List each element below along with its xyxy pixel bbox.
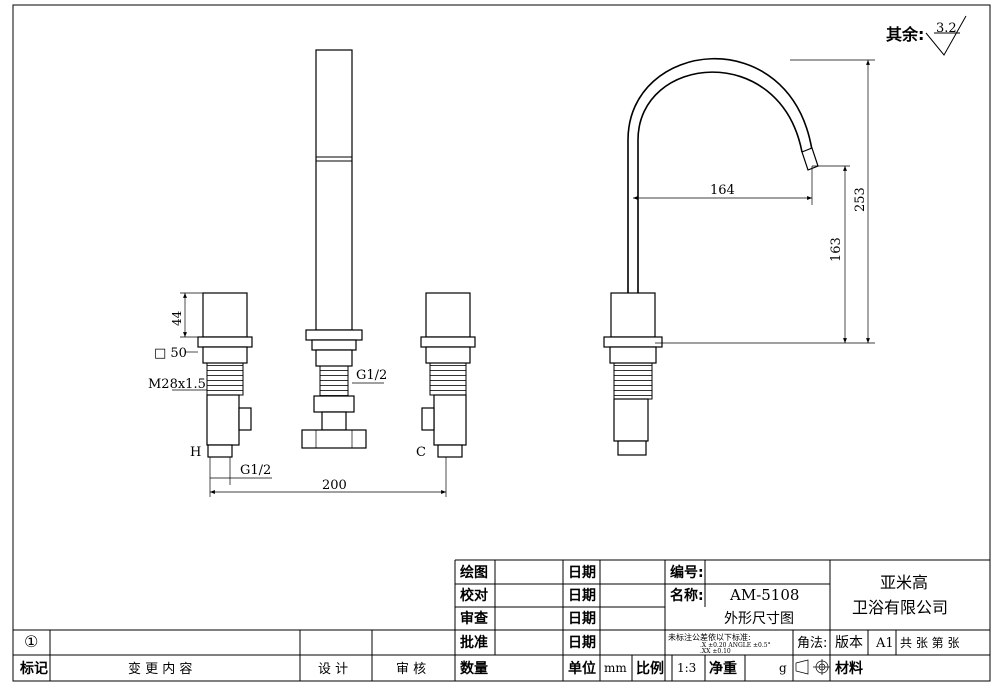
sheet-count: 共 张 第 张 xyxy=(900,636,959,650)
label-draw: 绘图 xyxy=(460,564,488,581)
scale-value: 1:3 xyxy=(677,661,696,675)
dim-200-label: 200 xyxy=(322,478,347,493)
label-audit: 审 核 xyxy=(396,662,426,677)
projection-symbol xyxy=(795,659,830,675)
version-value: A1 xyxy=(875,636,894,651)
label-h: H xyxy=(190,445,201,460)
dimension-m28: M28x1.5 xyxy=(148,377,207,392)
label-mark: 标记 xyxy=(19,660,48,677)
dimension-164: 164 xyxy=(633,166,813,205)
label-date-3: 日期 xyxy=(568,611,596,627)
label-c: C xyxy=(416,445,426,460)
label-review: 审查 xyxy=(460,610,489,627)
spout xyxy=(603,57,819,456)
weight-unit: g xyxy=(779,661,787,675)
dimension-50: □ 50 xyxy=(154,346,198,361)
dimension-g12-bottom: G1/2 xyxy=(209,457,272,497)
dim-44-label: 44 xyxy=(170,310,184,326)
drawing-frame xyxy=(12,4,991,682)
company-line-1: 亚米高 xyxy=(880,573,928,592)
label-approve: 批准 xyxy=(460,634,488,651)
label-design: 设 计 xyxy=(318,662,348,677)
dim-253-label: 253 xyxy=(853,187,868,212)
thread-m28-label: M28x1.5 xyxy=(148,377,206,392)
roughness-symbol: 其余: 3.2 xyxy=(886,15,967,56)
label-change-content: 变 更 内 容 xyxy=(128,661,192,677)
model-number: AM-5108 xyxy=(729,586,799,604)
roughness-value: 3.2 xyxy=(936,21,957,36)
title-block: 绘图 校对 审查 批准 日期 日期 日期 日期 编号: 名称: AM-5108 … xyxy=(13,559,990,681)
revision-symbol: ① xyxy=(24,632,38,651)
label-name: 名称: xyxy=(670,587,704,604)
label-code: 编号: xyxy=(670,564,704,581)
dimension-253: 253 xyxy=(655,59,875,344)
dim-163-label: 163 xyxy=(829,237,844,262)
label-check: 校对 xyxy=(460,587,488,604)
tolerance-title: 未标注公差依以下标准: xyxy=(668,632,751,642)
dimension-163: 163 xyxy=(812,165,850,343)
label-net-weight: 净重 xyxy=(709,660,737,677)
label-angle: 角法: xyxy=(797,636,827,651)
label-unit: 单位 xyxy=(568,660,596,677)
g12-center-label: G1/2 xyxy=(356,368,387,383)
dimension-44: 44 xyxy=(170,292,203,338)
dim-50-label: □ 50 xyxy=(154,346,187,361)
g12-bottom-label: G1/2 xyxy=(240,463,271,478)
roughness-label: 其余: xyxy=(886,25,924,44)
label-scale: 比例 xyxy=(636,660,664,677)
dim-164-label: 164 xyxy=(710,183,735,198)
cold-valve xyxy=(420,292,476,458)
company-line-2: 卫浴有限公司 xyxy=(852,598,948,617)
label-date-4: 日期 xyxy=(568,635,596,651)
hot-valve xyxy=(197,292,253,458)
label-date-1: 日期 xyxy=(568,565,596,581)
tolerance-x: .X ±0.20 ANGLE ±0.5° xyxy=(700,642,771,649)
drawing-name: 外形尺寸图 xyxy=(724,611,794,627)
label-quantity: 数量 xyxy=(460,660,488,677)
label-version: 版本 xyxy=(835,635,863,651)
unit-value: mm xyxy=(604,661,627,675)
label-material: 材料 xyxy=(835,660,863,677)
tolerance-xx: .XX ±0.10 xyxy=(700,648,731,655)
dimension-g12-center: G1/2 xyxy=(352,368,387,384)
dimension-200: 200 xyxy=(210,457,447,497)
label-date-2: 日期 xyxy=(568,588,596,604)
hand-shower xyxy=(301,49,367,449)
